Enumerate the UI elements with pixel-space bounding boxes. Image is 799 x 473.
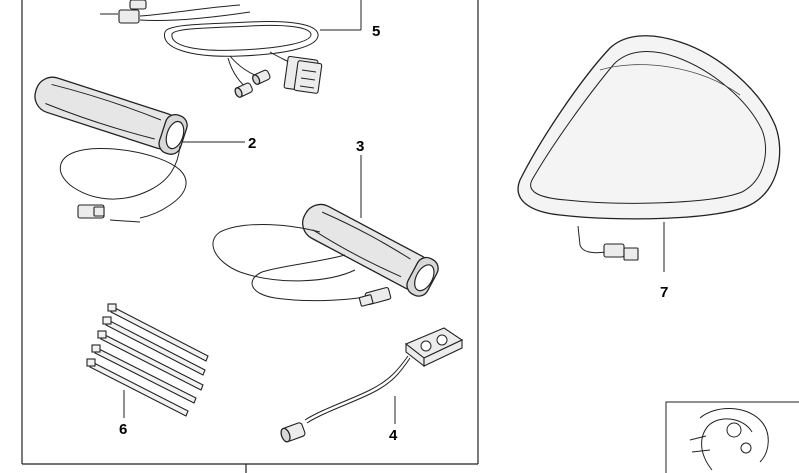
heated-grip-part-2: [34, 76, 188, 223]
heater-switch-part-4: [280, 327, 464, 443]
reference-thumbnail: [665, 401, 799, 473]
part-number-6: 6: [119, 421, 127, 438]
part-number-2: 2: [248, 135, 256, 152]
wiring-harness-part-5: [100, 0, 362, 98]
part-number-4: 4: [389, 427, 398, 444]
part-number-3: 3: [356, 138, 364, 155]
kit-frame: [21, 0, 479, 473]
cable-ties-part-6: [86, 303, 209, 417]
heated-seat-part-7: [517, 35, 781, 261]
part-number-7: 7: [660, 284, 668, 301]
heated-grip-part-3: [212, 203, 439, 307]
part-number-5: 5: [372, 23, 380, 40]
